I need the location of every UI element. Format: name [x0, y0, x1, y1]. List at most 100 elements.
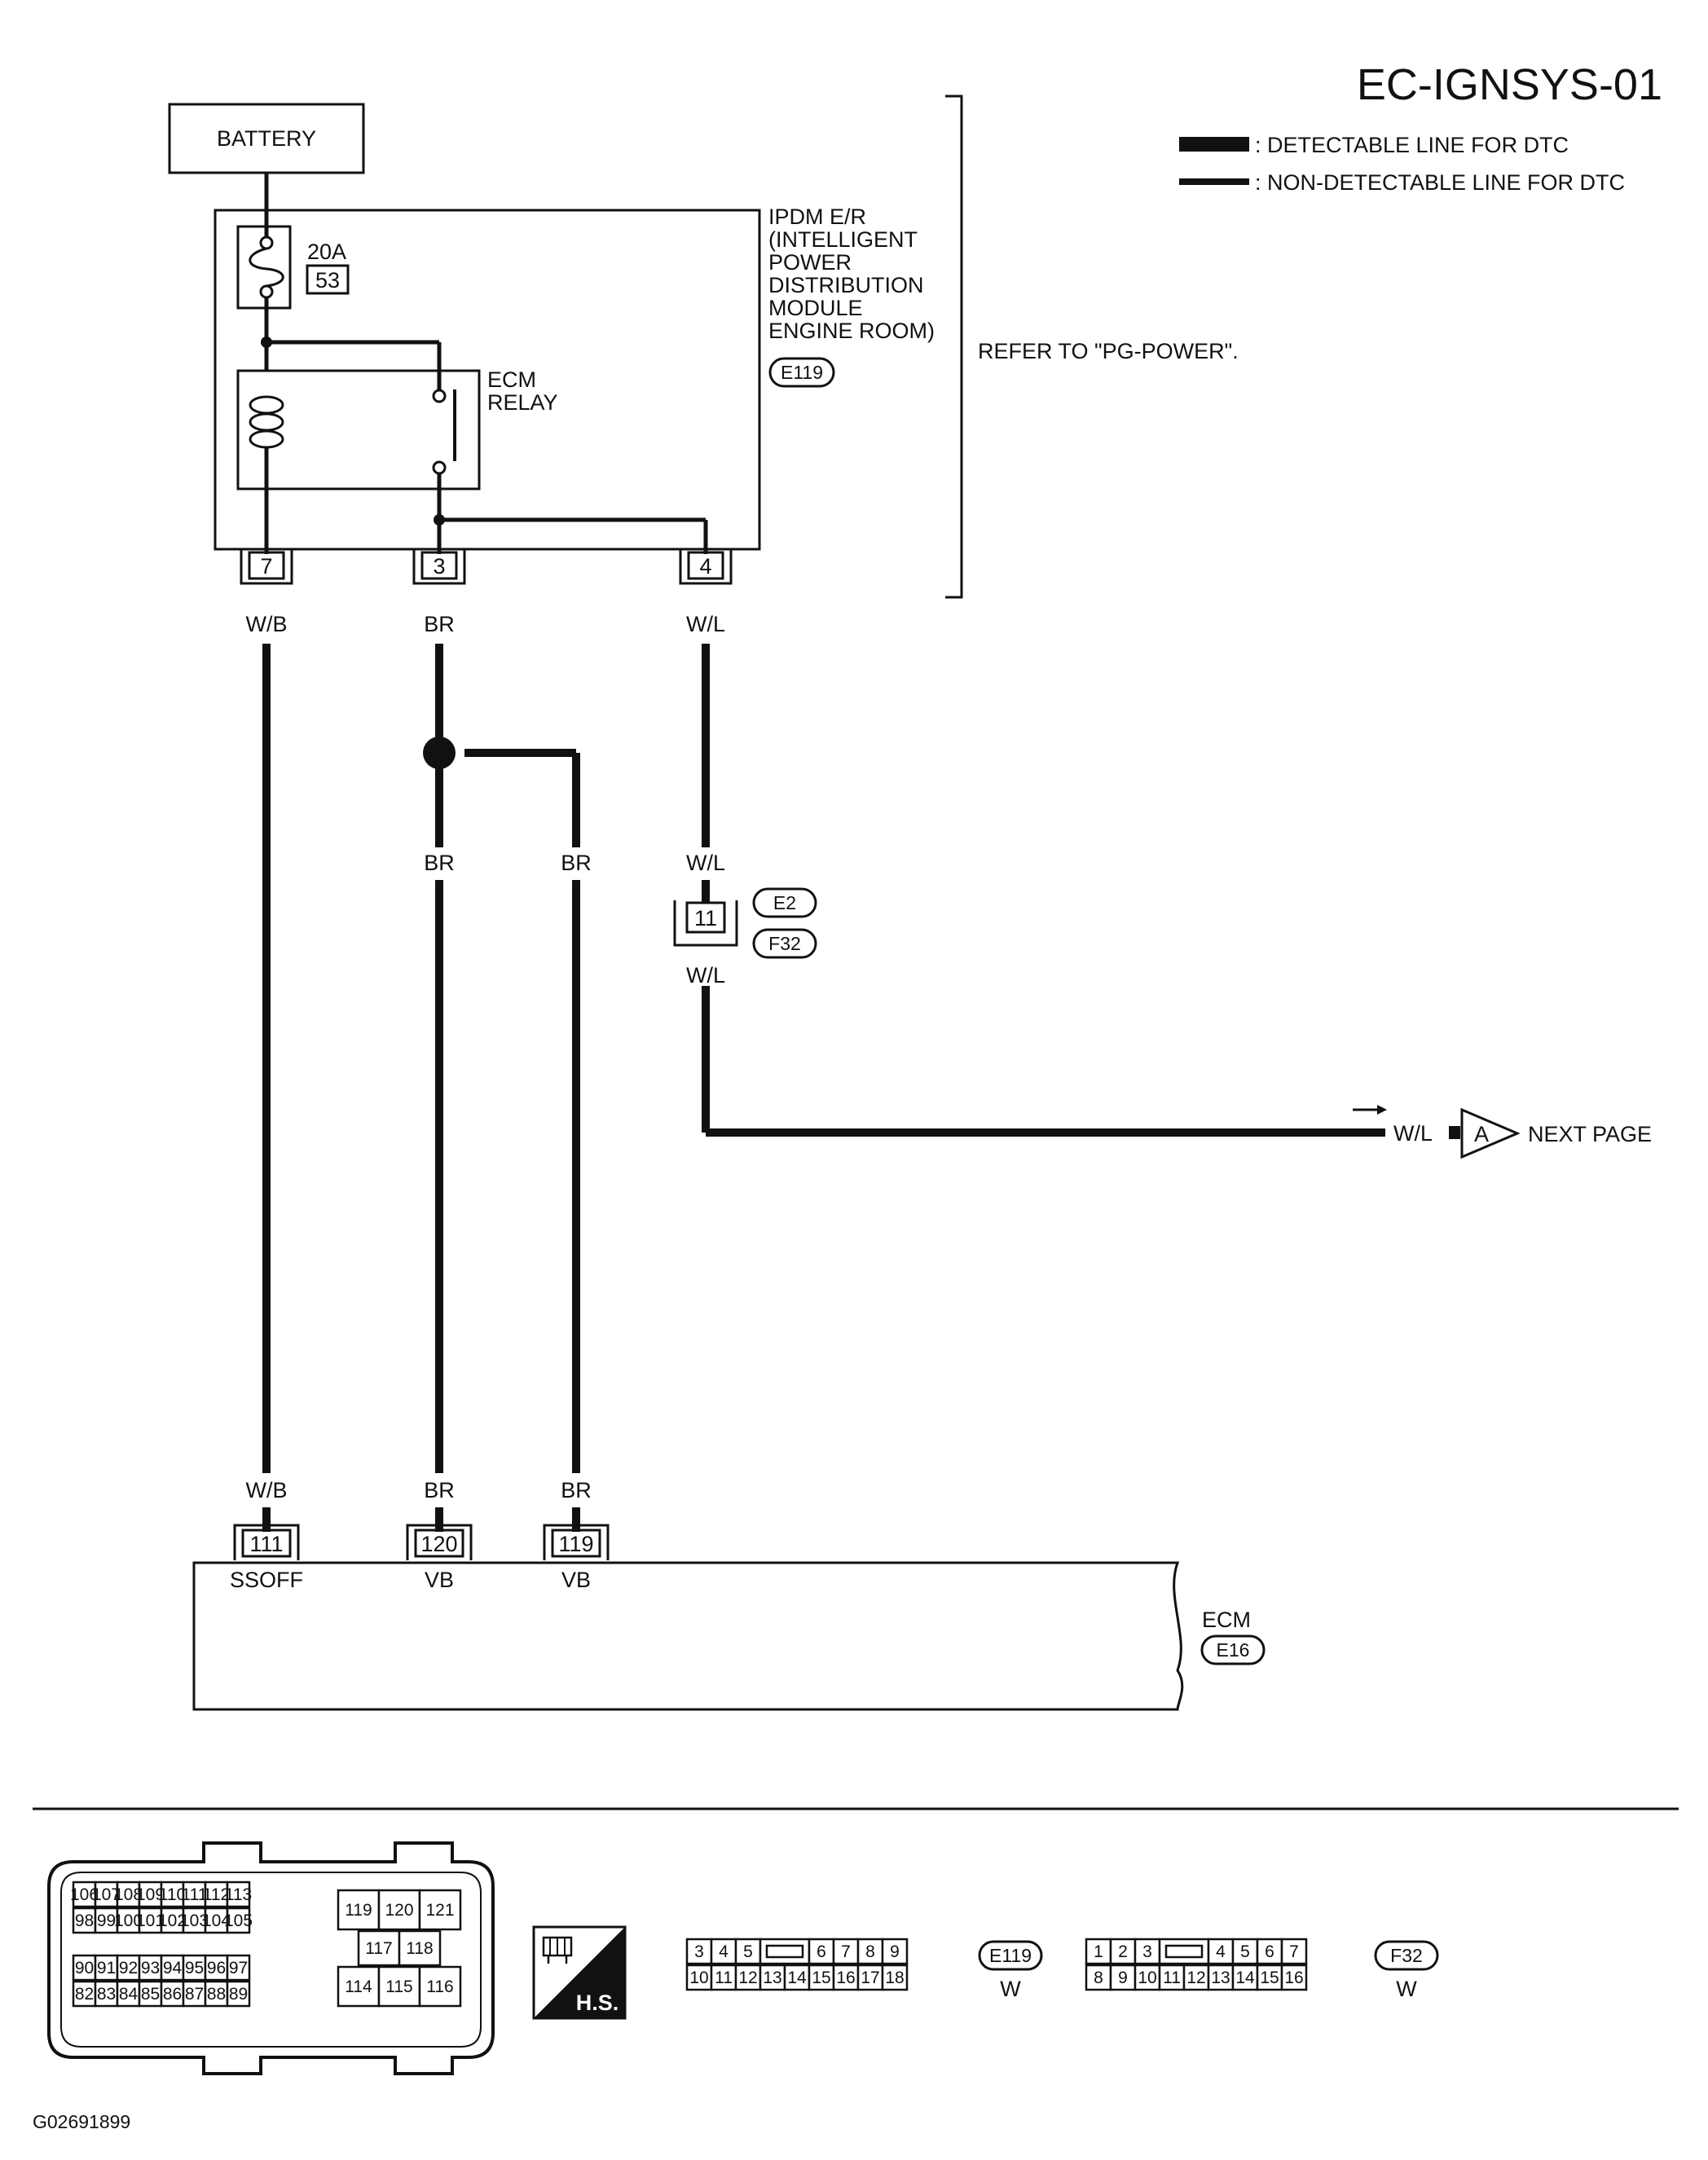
ecm-pin-108-label: 108	[114, 1885, 143, 1904]
wire-color-br-top: BR	[424, 612, 455, 636]
e119_connector-pin-5-cell	[734, 1938, 762, 1965]
battery-label: BATTERY	[217, 126, 316, 151]
f32_connector-pin-8-label: 8	[1094, 1969, 1103, 1987]
f32_connector-pin-13-label: 13	[1211, 1969, 1230, 1987]
hs-label: H.S.	[576, 1991, 619, 2015]
legend: : DETECTABLE LINE FOR DTC : NON-DETECTAB…	[1179, 133, 1625, 195]
ecm-pin-114-label: 114	[345, 1977, 372, 1996]
ecm-pin-98-cell	[72, 1907, 97, 1934]
next-page-label: NEXT PAGE	[1528, 1122, 1652, 1146]
e119_connector-pin-5-label: 5	[743, 1942, 753, 1961]
f32_connector-pin-9-label: 9	[1118, 1969, 1128, 1987]
ecm-terminal-119: 119	[543, 1524, 610, 1560]
f32_connector-pin-3-label: 3	[1142, 1942, 1152, 1961]
refer-note: REFER TO "PG-POWER".	[978, 339, 1239, 363]
e119-badge	[978, 1940, 1043, 1971]
ecm-pin-82-cell	[72, 1980, 97, 2008]
ipdm-line-6: ENGINE ROOM)	[768, 319, 935, 343]
e119_connector-pin-9-cell	[881, 1938, 909, 1965]
f32_connector-pin-2-cell	[1109, 1938, 1137, 1965]
joint-connector-f32-badge	[752, 928, 817, 959]
ecm-pin-93-cell	[138, 1954, 163, 1982]
ecm-pin-106-label: 106	[70, 1885, 99, 1904]
f32_connector-pin-16-label: 16	[1284, 1969, 1303, 1987]
ecm-pin-91-label: 91	[97, 1959, 116, 1977]
wire-color-wb-top: W/B	[246, 612, 288, 636]
f32_connector-pin-1-label: 1	[1094, 1942, 1103, 1961]
e119-name: E119	[989, 1945, 1032, 1966]
ipdm-terminal-3: 3	[412, 550, 466, 585]
joint-terminal: 11	[694, 906, 717, 930]
ecm-pin-107-label: 107	[92, 1885, 121, 1904]
f32_connector-pin-4-cell	[1207, 1938, 1235, 1965]
e119_connector-pin-3-label: 3	[694, 1942, 704, 1961]
ecm-pin-98-label: 98	[75, 1911, 94, 1930]
ecm-pin-107-cell	[94, 1881, 119, 1908]
f32_connector-key-slot	[1164, 1944, 1204, 1959]
ecm-pin-97-label: 97	[229, 1959, 248, 1977]
e119_connector-slot-cell	[759, 1938, 811, 1965]
ecm-pin-112-label: 112	[203, 1885, 230, 1904]
ecm-pin-113-cell	[226, 1881, 251, 1908]
f32_connector-pin-11-label: 11	[1163, 1969, 1181, 1987]
ipdm-connector-label: E119	[781, 362, 823, 383]
f32_connector-slot-cell	[1158, 1938, 1210, 1965]
e119_connector-pin-12-cell	[734, 1964, 762, 1991]
ipdm-label: IPDM E/R (INTELLIGENT POWER DISTRIBUTION…	[768, 205, 935, 343]
relay-label-line1: ECM	[487, 367, 536, 392]
ecm-pin-95-label: 95	[185, 1959, 204, 1977]
wire-color-br-bottom-left: BR	[424, 1478, 455, 1502]
ecm-pin-100-label: 100	[114, 1911, 143, 1930]
ecm-pin-120-label: 120	[385, 1901, 413, 1920]
ecm-pin-83-label: 83	[97, 1985, 116, 2004]
ecm-pin-116-label: 116	[426, 1977, 453, 1996]
f32_connector-pin-16-cell	[1280, 1964, 1308, 1991]
wire-color-br-mid-left: BR	[424, 851, 455, 875]
ipdm-connector-badge	[768, 357, 835, 388]
e119_connector-pin-4-label: 4	[719, 1942, 729, 1961]
ecm-pin-89-label: 89	[229, 1985, 248, 2004]
ecm-terminal-120: 120	[406, 1524, 473, 1560]
ecm-pin-101-cell	[138, 1907, 163, 1934]
e119_connector-pin-17-label: 17	[861, 1969, 879, 1987]
ecm-pin-121-cell	[418, 1889, 462, 1931]
ecm-pin-85-cell	[138, 1980, 163, 2008]
connector-icon	[542, 1936, 573, 1964]
joint-connector-e2: E2	[773, 892, 796, 913]
e119_connector-pin-11-label: 11	[715, 1969, 733, 1987]
ecm-label: ECM	[1202, 1608, 1251, 1632]
f32_connector-pin-5-label: 5	[1240, 1942, 1250, 1961]
e119-color: W	[1000, 1977, 1021, 2001]
fuse-rating: 20A	[307, 240, 346, 264]
ecm-pin-95-cell	[182, 1954, 207, 1982]
ecm-pin-113-label: 113	[225, 1885, 252, 1904]
f32_connector-pin-7-cell	[1280, 1938, 1308, 1965]
e119_connector-pin-14-label: 14	[787, 1969, 807, 1987]
ecm-pin-111-label: 111	[182, 1885, 208, 1904]
ipdm-line-4: DISTRIBUTION	[768, 273, 924, 297]
ecm-pin-106-cell	[72, 1881, 97, 1908]
f32_connector-pin-4-label: 4	[1216, 1942, 1226, 1961]
ipdm-box	[214, 209, 761, 551]
ecm-pin-115-label: 115	[385, 1977, 412, 1996]
ecm-pin-112-cell	[204, 1881, 229, 1908]
wire-color-wl-mid: W/L	[686, 851, 725, 875]
ecm-pin-110-label: 110	[159, 1885, 186, 1904]
f32_connector-pin-8-cell	[1085, 1964, 1112, 1991]
ecm-terminal-name-vb-1: VB	[425, 1568, 454, 1592]
joint-connector: 11	[673, 880, 738, 947]
next-page-arrow	[1353, 1105, 1387, 1115]
ipdm-terminal-4: 4	[679, 550, 733, 585]
ecm-box	[192, 1561, 1184, 1711]
f32_connector-pin-2-label: 2	[1118, 1942, 1128, 1961]
next-page-wire: W/L	[1393, 1121, 1433, 1146]
e119_connector-pin-4-cell	[710, 1938, 737, 1965]
legend-detectable-text: : DETECTABLE LINE FOR DTC	[1255, 133, 1569, 157]
wire-color-br-bottom-right: BR	[561, 1478, 592, 1502]
e119_connector-pin-7-cell	[832, 1938, 860, 1965]
e119_connector-pin-18-cell	[881, 1964, 909, 1991]
legend-detectable-swatch	[1179, 137, 1249, 152]
